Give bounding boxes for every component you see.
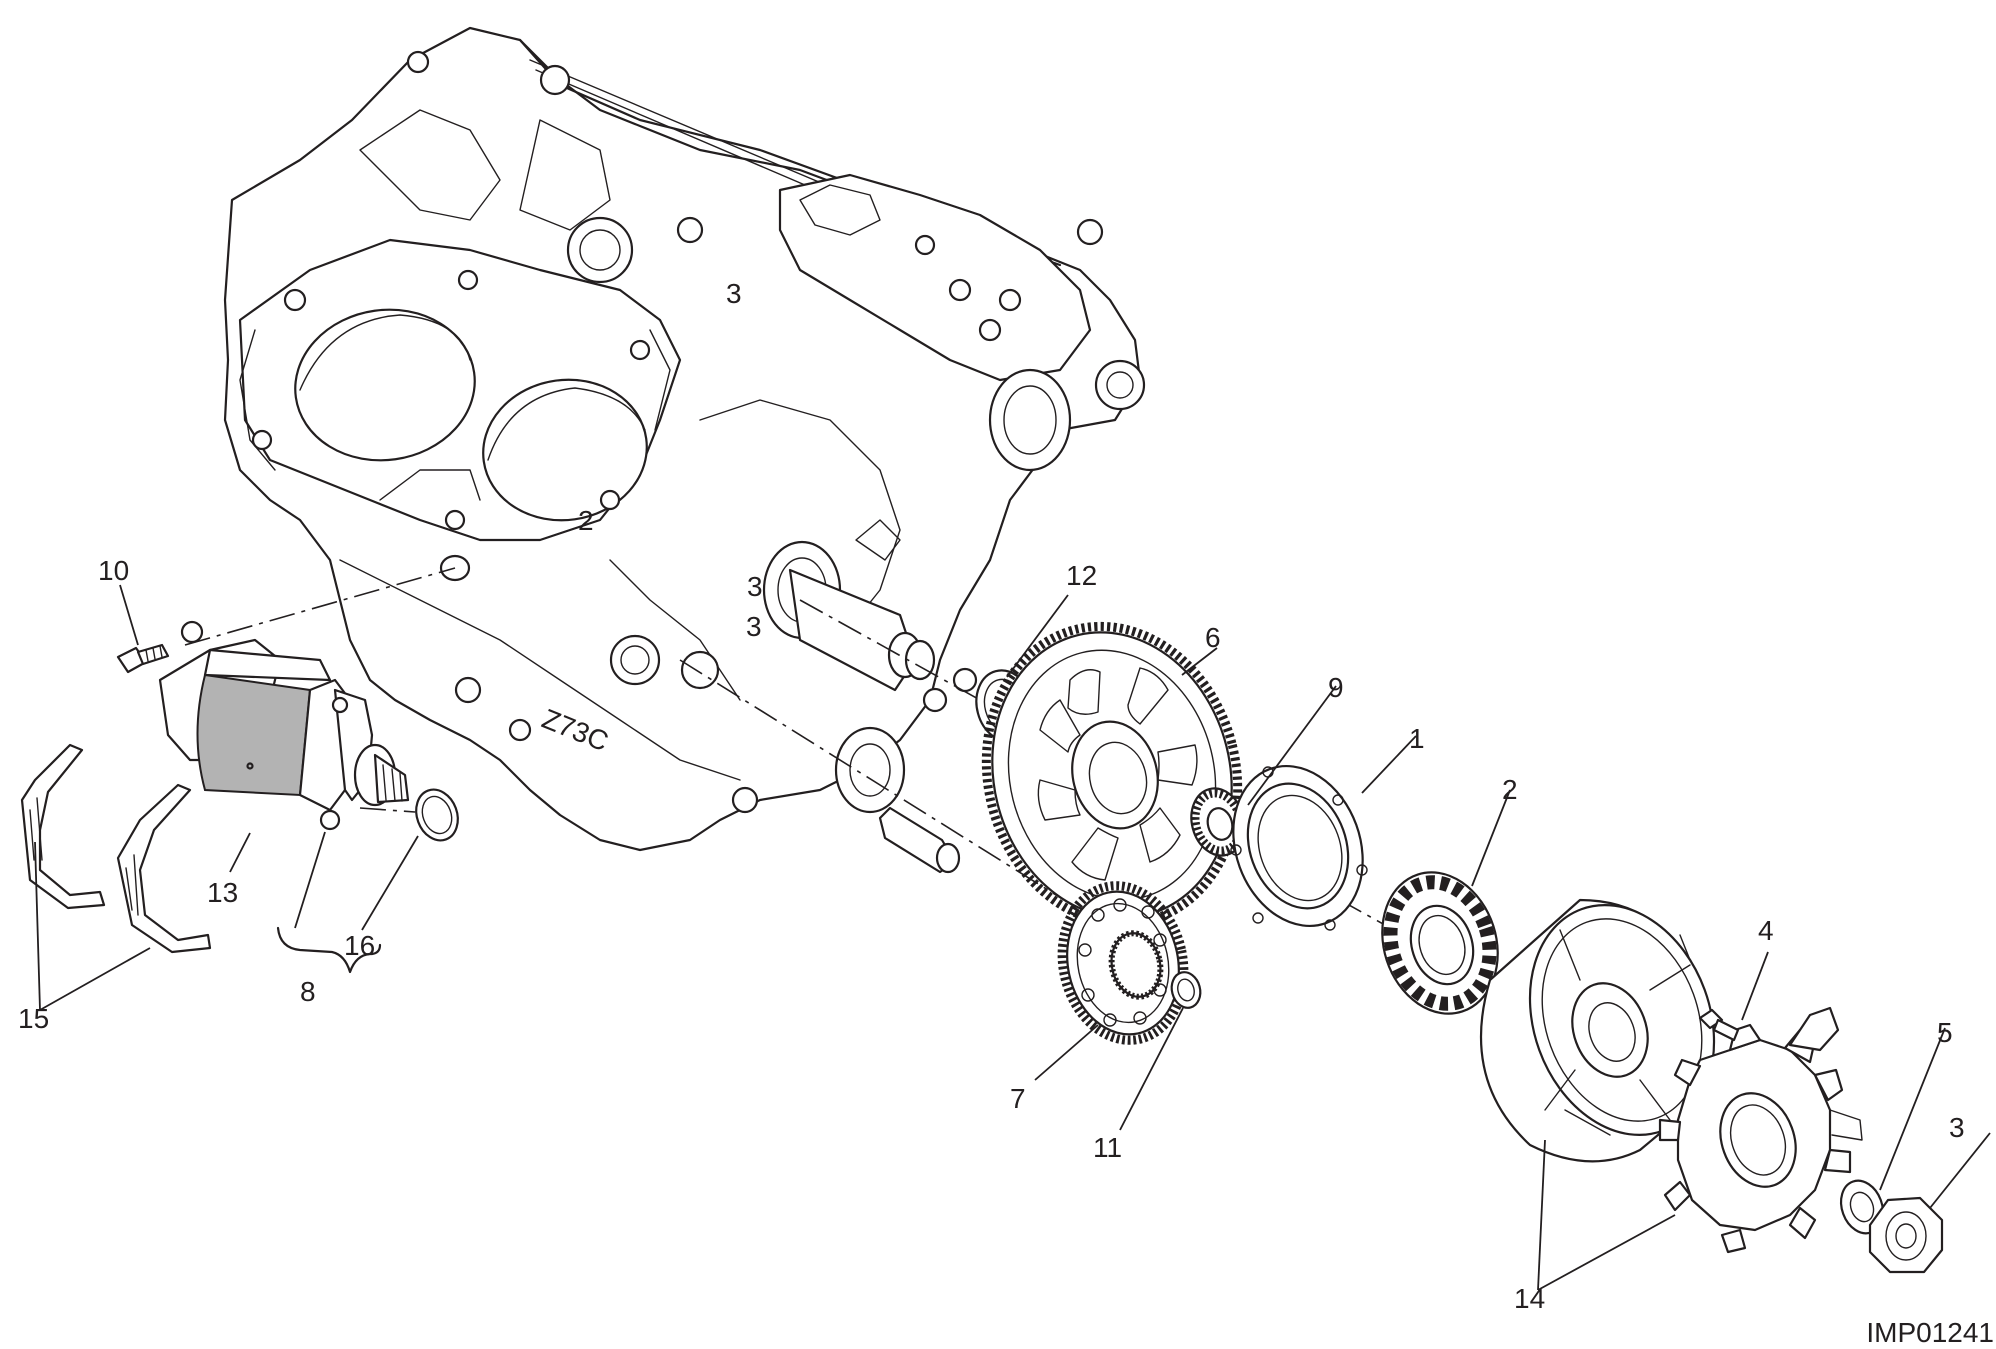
dowel-pin-end [935, 842, 961, 874]
rotor-14 [1479, 898, 1716, 1163]
case-mark-3: 2 [578, 505, 594, 536]
callout-15: 15 [18, 1003, 49, 1034]
case-mark-2: 3 [746, 611, 762, 642]
screw-4 [1698, 1008, 1740, 1042]
callout-10: 10 [98, 555, 129, 586]
callout-5: 5 [1937, 1017, 1953, 1048]
leader-lines [34, 584, 1991, 1291]
crankcase [223, 26, 1146, 852]
stator-14 [1658, 1006, 1863, 1254]
idler-gear-6 [981, 621, 1243, 929]
case-mark-4: 3 [726, 278, 742, 309]
callout-9: 9 [1328, 672, 1344, 703]
nut-3 [1868, 1196, 1944, 1274]
callout-7: 7 [1010, 1083, 1026, 1114]
callout-8: 8 [300, 976, 316, 1007]
callout-13: 13 [207, 877, 238, 908]
callout-4: 4 [1758, 915, 1774, 946]
washer-11-inner [1177, 978, 1195, 1002]
starter-motor-13 [158, 620, 410, 831]
callout-16: 16 [344, 930, 375, 961]
callout-1: 1 [1409, 723, 1425, 754]
callout-11: 11 [1093, 1132, 1122, 1163]
callout-12: 12 [1066, 560, 1097, 591]
case-mark-1: 3 [747, 571, 763, 602]
flange-1 [1230, 764, 1368, 931]
callout-3: 3 [1949, 1112, 1965, 1143]
callout-6: 6 [1205, 622, 1221, 653]
clamp-straps-15 [20, 743, 212, 954]
screw-10 [116, 643, 170, 674]
callout-2: 2 [1502, 774, 1518, 805]
freewheel-2 [1381, 871, 1499, 1015]
o-ring-16 [415, 788, 459, 842]
brace-8 [276, 926, 382, 974]
washer-5-inner [1849, 1191, 1875, 1223]
washer-11 [1170, 971, 1202, 1009]
diagram-reference-code: IMP01241 [1866, 1317, 1994, 1348]
o-ring-16-inner [421, 795, 453, 835]
callout-14: 14 [1514, 1283, 1545, 1314]
